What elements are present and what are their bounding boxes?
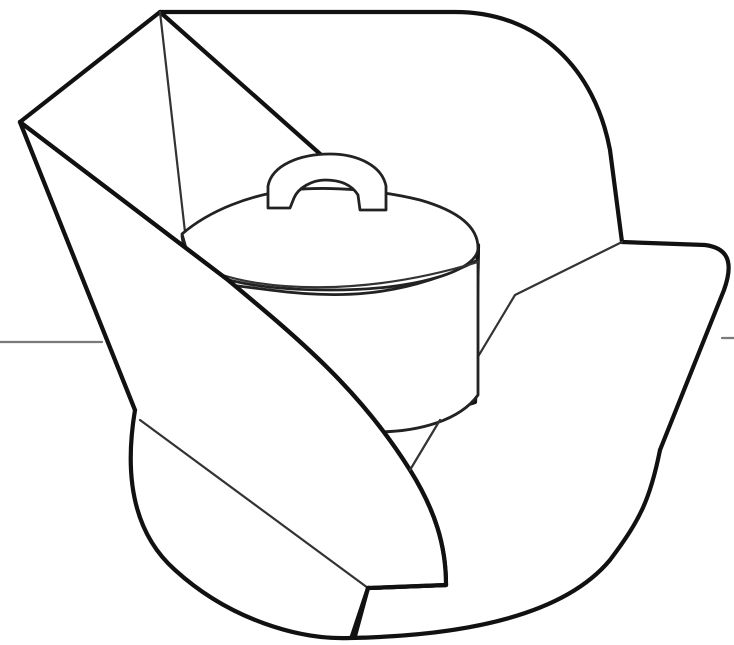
pot-lid-handle bbox=[266, 152, 388, 212]
front-panel-tip-bottom bbox=[365, 582, 449, 591]
top-left-panel-edge bbox=[17, 9, 163, 125]
front-panel-fill bbox=[22, 126, 444, 586]
front-panel-tip-edge bbox=[349, 585, 371, 639]
lower-front-fold-line bbox=[138, 418, 370, 590]
back-panel-fold-line bbox=[158, 10, 187, 234]
front-panel-outer-edge-redraw bbox=[17, 119, 138, 413]
front-panel-inner-edge bbox=[17, 119, 449, 588]
right-bottom-fold-line bbox=[408, 418, 442, 472]
pot-lid-rim-line bbox=[212, 260, 480, 289]
